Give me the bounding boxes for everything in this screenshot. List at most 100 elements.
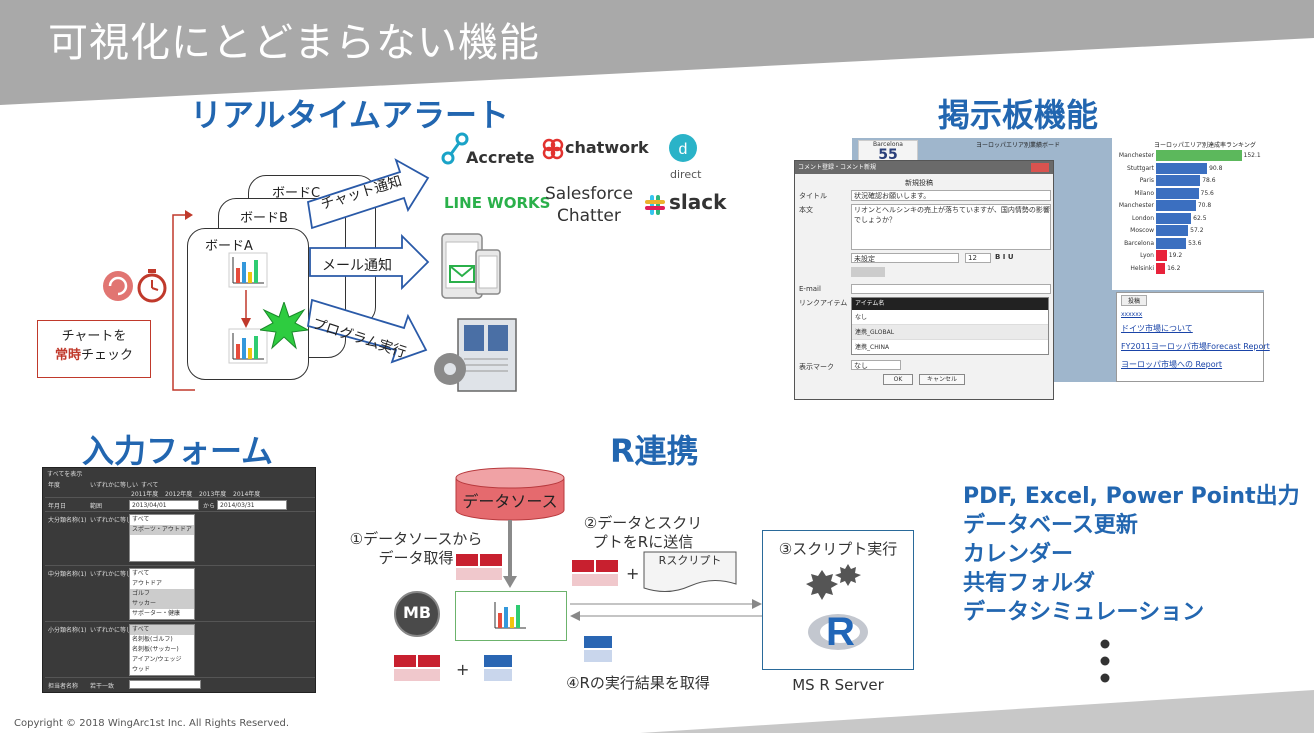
section-title-bbs: 掲示板機能 — [938, 96, 1099, 134]
datasource-cylinder — [455, 467, 565, 521]
ranking-city-label: Barcelona — [1124, 239, 1154, 247]
section-title-form: 入力フォーム — [82, 432, 274, 470]
listbox-option[interactable]: 名刺板(サッカー) — [132, 646, 179, 653]
ranking-bar — [1156, 200, 1196, 211]
font-size-select[interactable]: 12 — [965, 253, 991, 263]
form-row-label: 小分類名称(1) — [48, 627, 87, 634]
dialog-title: コメント登録・コメント新規 — [795, 161, 1053, 174]
bbs-post-link[interactable]: FY2011ヨーロッパ市場Forecast Report — [1121, 342, 1270, 351]
listbox-option[interactable]: アウトドア — [132, 580, 163, 587]
bbs-post-link[interactable]: ドイツ市場について — [1121, 324, 1193, 333]
title-label: タイトル — [799, 192, 827, 200]
bbs-post-link[interactable]: ヨーロッパ市場への Report — [1121, 360, 1223, 369]
ranking-city-label: Stuttgart — [1127, 164, 1154, 172]
form-row-label: 担当者名称 — [48, 683, 79, 690]
feature-item: PDF, Excel, Power Point出力 — [963, 484, 1300, 509]
ranking-value: 78.6 — [1202, 177, 1216, 184]
listbox-option[interactable]: ゴルフ — [130, 589, 194, 599]
listbox-option[interactable]: 名刺板(ゴルフ) — [132, 636, 173, 643]
align-buttons[interactable] — [851, 267, 885, 277]
year-option[interactable]: 2014年度 — [233, 491, 261, 498]
ranking-value: 75.6 — [1200, 189, 1214, 197]
format-buttons[interactable]: B I U — [995, 253, 1014, 261]
cancel-button[interactable]: キャンセル — [919, 374, 965, 385]
category1-listbox[interactable]: すべて スポーツ・アウトドア — [129, 514, 195, 562]
callout-line2: 常時チェック — [38, 346, 150, 365]
section-title-alert: リアルタイムアラート — [190, 96, 510, 134]
feature-item: 共有フォルダ — [963, 571, 1096, 596]
ranking-value: 57.2 — [1190, 227, 1204, 234]
ranking-city-label: London — [1132, 214, 1154, 222]
section-title-r: R連携 — [610, 432, 699, 470]
chart-box — [455, 591, 567, 641]
ranking-city-label: Manchester — [1118, 202, 1154, 209]
listbox-option[interactable]: すべて — [132, 516, 150, 523]
form-row-condition: いずれかに等しい — [90, 571, 139, 578]
data-block-blue — [584, 636, 612, 662]
form-row-year: 年度 いずれかに等しい すべて 2011年度 2012年度 2013年度 201… — [45, 478, 315, 498]
ranking-bar — [1156, 150, 1242, 161]
ranking-bar — [1156, 212, 1192, 224]
ok-button[interactable]: OK — [883, 374, 913, 385]
feature-item: データベース更新 — [963, 513, 1138, 538]
program-arrow — [306, 298, 428, 364]
accrete-logo-icon — [441, 132, 469, 165]
link-item-row[interactable]: 連携_CHINA — [855, 344, 890, 351]
r-logo-text: R — [826, 610, 855, 654]
ranking-city-label: Paris — [1139, 177, 1154, 184]
display-mark-select[interactable]: なし — [851, 360, 901, 370]
chat-arrow — [306, 158, 430, 230]
dialog-close-button[interactable] — [1031, 163, 1049, 172]
listbox-option[interactable]: すべて — [130, 625, 194, 635]
link-item-table: アイテム名 なし 連携_GLOBAL 連携_CHINA — [851, 297, 1049, 355]
step2-line1: ②データとスクリ — [583, 514, 703, 532]
year-option[interactable]: 2013年度 — [199, 491, 227, 498]
date-to-input[interactable]: 2014/03/31 — [217, 500, 287, 510]
ranking-bar — [1156, 175, 1201, 186]
refresh-stopwatch-icon — [103, 269, 167, 303]
ranking-value: 16.2 — [1167, 264, 1181, 272]
form-row-label: 中分類名称(1) — [48, 571, 87, 578]
mini-chart-icon — [228, 252, 268, 288]
data-block-red — [456, 554, 502, 580]
mb-logo-icon — [394, 591, 440, 637]
date-from-input[interactable]: 2013/04/01 — [129, 500, 199, 510]
listbox-option[interactable]: サポーター・健康 — [132, 610, 181, 617]
script-document-label: Rスクリプト — [658, 554, 722, 567]
year-option[interactable]: 2012年度 — [165, 491, 193, 498]
email-input[interactable] — [851, 284, 1051, 294]
year-option[interactable]: 2011年度 — [131, 491, 159, 498]
step4-label: ④Rの実行結果を取得 — [566, 674, 710, 692]
data-block-red — [572, 560, 618, 586]
form-row-category3: 小分類名称(1) いずれかに等しい すべて 名刺板(ゴルフ) 名刺板(サッカー)… — [45, 622, 315, 678]
person-input[interactable] — [129, 680, 201, 689]
ranking-bar — [1156, 162, 1208, 174]
listbox-option[interactable]: アイアン/ウェッジ — [132, 656, 182, 663]
title-input[interactable]: 状況確認お願いします。 — [851, 190, 1051, 201]
slack-logo-icon — [645, 195, 665, 215]
mb-logo-text: MB — [402, 603, 432, 622]
plus-sign: + — [626, 564, 640, 583]
category3-listbox[interactable]: すべて 名刺板(ゴルフ) 名刺板(サッカー) アイアン/ウェッジ ウッド — [129, 624, 195, 676]
bbs-post-button[interactable]: 投稿 — [1121, 295, 1148, 306]
ranking-city-label: Lyon — [1140, 252, 1154, 259]
exchange-arrows — [570, 599, 762, 621]
category2-listbox[interactable]: すべて アウトドア ゴルフ サッカー サポーター・健康 — [129, 568, 195, 620]
font-select[interactable]: 未設定 — [851, 253, 959, 263]
mini-chart-icon — [228, 328, 268, 364]
email-label: E-mail — [799, 285, 821, 293]
listbox-option[interactable]: すべて — [132, 570, 150, 577]
link-item-row[interactable]: なし — [852, 310, 1048, 325]
step1-line1: ①データソースから — [349, 530, 483, 548]
link-item-row[interactable]: 連携_GLOBAL — [852, 325, 1048, 340]
board-b-label: ボードB — [240, 211, 288, 226]
salesforce-logo-line2: Chatter — [557, 206, 621, 226]
ranking-value: 19.2 — [1168, 252, 1183, 259]
bbs-post-link[interactable]: xxxxxx — [1121, 311, 1143, 318]
year-option[interactable]: すべて — [141, 482, 159, 489]
listbox-option[interactable]: サッカー — [130, 599, 194, 609]
body-textarea[interactable]: リオンとヘルシンキの売上が落ちていますが、国内情勢の影響でしょうか？ — [851, 204, 1051, 250]
listbox-option[interactable]: スポーツ・アウトドア — [130, 525, 194, 535]
listbox-option[interactable]: ウッド — [132, 666, 151, 673]
fetch-arrow — [503, 520, 517, 588]
